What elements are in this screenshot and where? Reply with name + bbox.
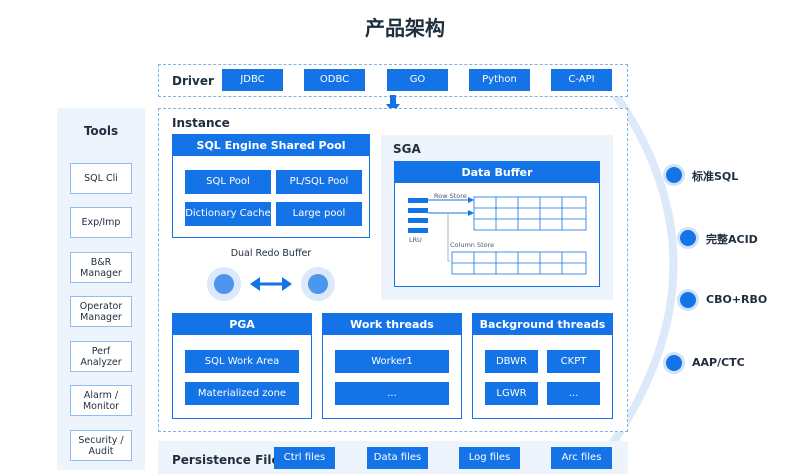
column-store-label: Column Store: [450, 241, 495, 249]
tools-label: Tools: [83, 124, 119, 138]
background-threads-header: Background threads: [472, 313, 613, 335]
data-files-button[interactable]: Data files: [367, 447, 428, 469]
background-more-button[interactable]: ...: [547, 382, 600, 405]
dual-redo-label: Dual Redo Buffer: [230, 248, 312, 259]
plsql-pool-button[interactable]: PL/SQL Pool: [276, 170, 362, 194]
tool-br-manager[interactable]: B&R Manager: [70, 252, 132, 283]
instance-label: Instance: [172, 116, 230, 130]
lgwr-button[interactable]: LGWR: [485, 382, 538, 405]
driver-odbc-button[interactable]: ODBC: [304, 69, 365, 91]
persistence-label: Persistence File: [172, 453, 280, 467]
dictionary-cache-button[interactable]: Dictionary Cache: [185, 202, 271, 226]
data-buffer-diagram: [408, 196, 587, 275]
worker1-button[interactable]: Worker1: [335, 350, 449, 373]
driver-go-button[interactable]: GO: [387, 69, 448, 91]
sql-pool-button[interactable]: SQL Pool: [185, 170, 271, 194]
feature-cbo-rbo: CBO+RBO: [706, 293, 768, 306]
tool-operator-manager[interactable]: Operator Manager: [70, 296, 132, 327]
driver-jdbc-button[interactable]: JDBC: [222, 69, 283, 91]
page-title: 产品架构: [365, 16, 445, 40]
sga-label: SGA: [393, 142, 421, 156]
driver-label: Driver: [172, 74, 214, 88]
pga-header: PGA: [172, 313, 312, 335]
dual-redo-buffer-icon: [207, 267, 335, 301]
driver-capi-button[interactable]: C-API: [551, 69, 612, 91]
ctrl-files-button[interactable]: Ctrl files: [274, 447, 335, 469]
feature-standard-sql: 标准SQL: [692, 170, 739, 183]
tool-security-audit[interactable]: Security / Audit: [70, 430, 132, 461]
feature-dot-standard-sql: [666, 167, 682, 183]
ckpt-button[interactable]: CKPT: [547, 350, 600, 373]
feature-aap-ctc: AAP/CTC: [692, 356, 745, 369]
sql-work-area-button[interactable]: SQL Work Area: [185, 350, 299, 373]
lru-label: LRU: [409, 236, 422, 244]
data-buffer-header: Data Buffer: [394, 161, 600, 183]
work-threads-header: Work threads: [322, 313, 462, 335]
feature-acid: 完整ACID: [706, 233, 758, 246]
worker-more-button[interactable]: ...: [335, 382, 449, 405]
dbwr-button[interactable]: DBWR: [485, 350, 538, 373]
tool-sql-cli[interactable]: SQL Cli: [70, 163, 132, 194]
materialized-zone-button[interactable]: Materialized zone: [185, 382, 299, 405]
feature-dot-cbo-rbo: [680, 292, 696, 308]
row-store-label: Row Store: [434, 192, 467, 200]
arc-files-button[interactable]: Arc files: [551, 447, 612, 469]
large-pool-button[interactable]: Large pool: [276, 202, 362, 226]
log-files-button[interactable]: Log files: [459, 447, 520, 469]
sql-engine-header: SQL Engine Shared Pool: [172, 134, 370, 156]
tool-alarm-monitor[interactable]: Alarm / Monitor: [70, 385, 132, 416]
feature-dot-acid: [680, 230, 696, 246]
driver-python-button[interactable]: Python: [469, 69, 530, 91]
feature-dot-aap-ctc: [666, 355, 682, 371]
tool-exp-imp[interactable]: Exp/Imp: [70, 207, 132, 238]
tool-perf-analyzer[interactable]: Perf Analyzer: [70, 341, 132, 372]
